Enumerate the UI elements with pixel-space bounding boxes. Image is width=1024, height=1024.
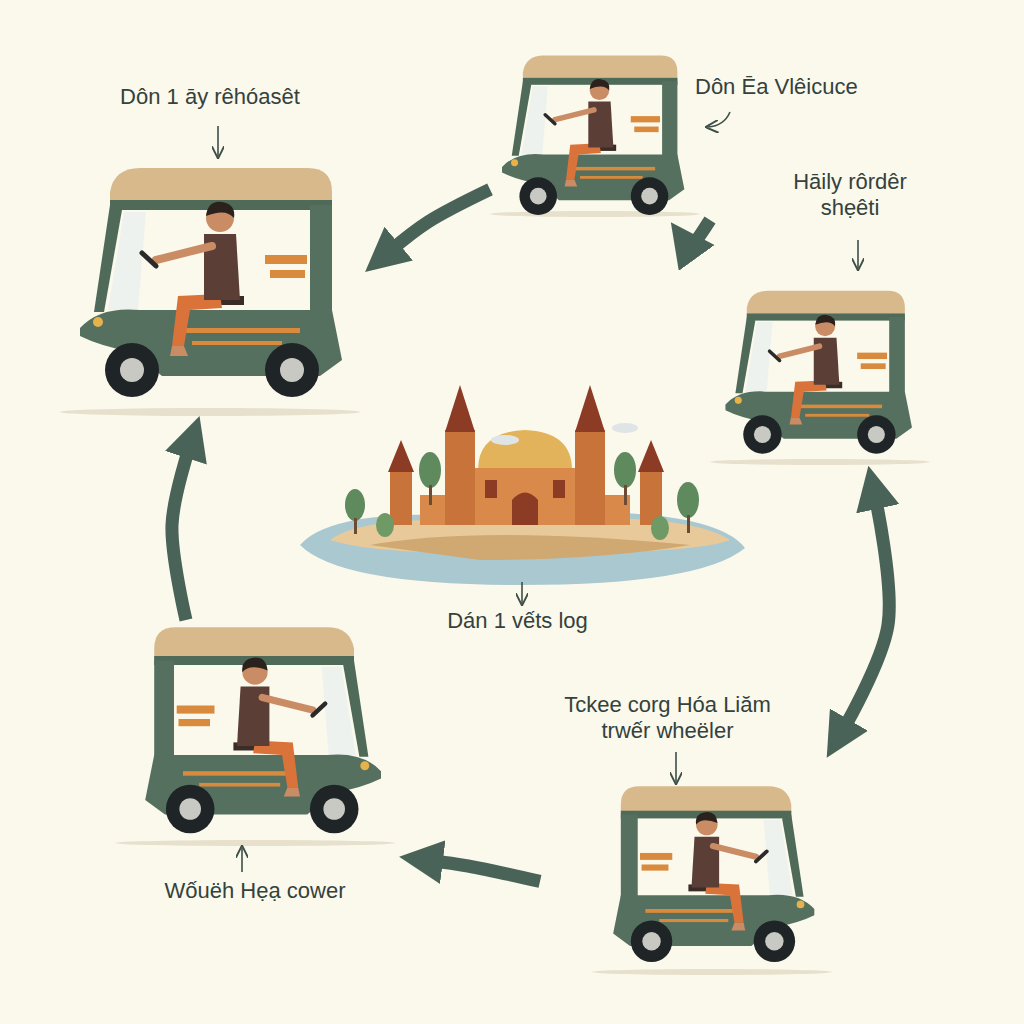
cycle-arrow <box>172 445 190 620</box>
rickshaw <box>725 291 912 454</box>
ground-shadow <box>115 840 395 846</box>
cycle-arrow <box>689 220 710 248</box>
rickshaw <box>502 56 684 215</box>
cycle-arrow <box>430 860 540 881</box>
node-label: Wốuëh Hẹạ cower <box>115 878 395 904</box>
node-label: Dôn Ēa Vlêicuce <box>695 74 885 100</box>
node-label: Hāily rôrdêr shẹêti <box>765 169 935 222</box>
rickshaw <box>613 786 814 962</box>
ground-shadow <box>592 969 832 975</box>
leader-line <box>521 582 523 603</box>
node-label: Tckee corg Hóa Liăm trwếr wheëler <box>540 692 795 745</box>
leader-line <box>708 112 730 127</box>
ground-shadow <box>490 211 700 217</box>
island <box>300 385 745 585</box>
cycle-arrow <box>389 189 490 252</box>
rickshaw-node: Dôn 1 āy rêhóasêt <box>60 80 364 415</box>
node-label: Dôn 1 āy rêhóasêt <box>60 84 360 110</box>
rickshaw-node: Dôn Ēa Vlêicuce <box>490 50 890 220</box>
leader-line <box>217 126 219 156</box>
ground-shadow <box>60 408 360 416</box>
rickshaw <box>80 168 342 397</box>
leader-line <box>675 752 677 782</box>
node-label: Dán 1 vếts log <box>290 608 745 634</box>
rickshaw-node: Tckee corg Hóa Liăm trwếr wheëler <box>540 690 830 980</box>
leader-line <box>857 240 859 268</box>
island-node: Dán 1 vếts log <box>290 380 749 645</box>
leader-arrows <box>218 112 858 872</box>
leader-line <box>241 848 243 872</box>
rickshaw-node: Hāily rôrdêr shẹêti <box>715 165 939 465</box>
ground-shadow <box>710 459 930 465</box>
rickshaw-node: Wốuëh Hẹạ cower <box>115 620 399 915</box>
cycle-arrow <box>842 496 889 731</box>
rickshaw <box>145 627 381 833</box>
